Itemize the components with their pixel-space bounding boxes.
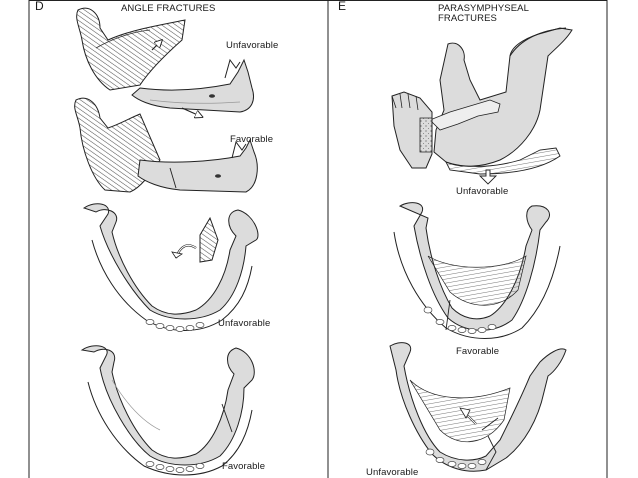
parasymphyseal-title-line2: FRACTURES (438, 13, 497, 24)
parasymphyseal-unfavorable-lateral (391, 27, 573, 185)
label-parasymphyseal-unfavorable-1: Unfavorable (456, 186, 509, 197)
parasymphyseal-favorable-occlusal (393, 202, 561, 339)
parasymphyseal-title-line1: PARASYMPHYSEAL (438, 3, 529, 14)
panel-letter-d: D (35, 0, 44, 13)
label-angle-favorable-1: Favorable (230, 134, 274, 145)
label-angle-favorable-2: Favorable (222, 461, 266, 472)
angle-unfavorable-lateral (76, 7, 254, 116)
angle-favorable-occlusal (80, 345, 255, 476)
label-parasymphyseal-favorable: Favorable (456, 346, 500, 357)
label-angle-unfavorable-2: Unfavorable (218, 318, 271, 329)
label-parasymphyseal-unfavorable-2: Unfavorable (366, 467, 419, 478)
angle-unfavorable-occlusal (82, 203, 259, 332)
angle-favorable-lateral (74, 97, 258, 193)
panel-letter-e: E (338, 0, 347, 13)
angle-fractures-title: ANGLE FRACTURES (121, 3, 216, 14)
parasymphyseal-unfavorable-occlusal (389, 342, 567, 472)
label-angle-unfavorable-1: Unfavorable (226, 40, 279, 51)
